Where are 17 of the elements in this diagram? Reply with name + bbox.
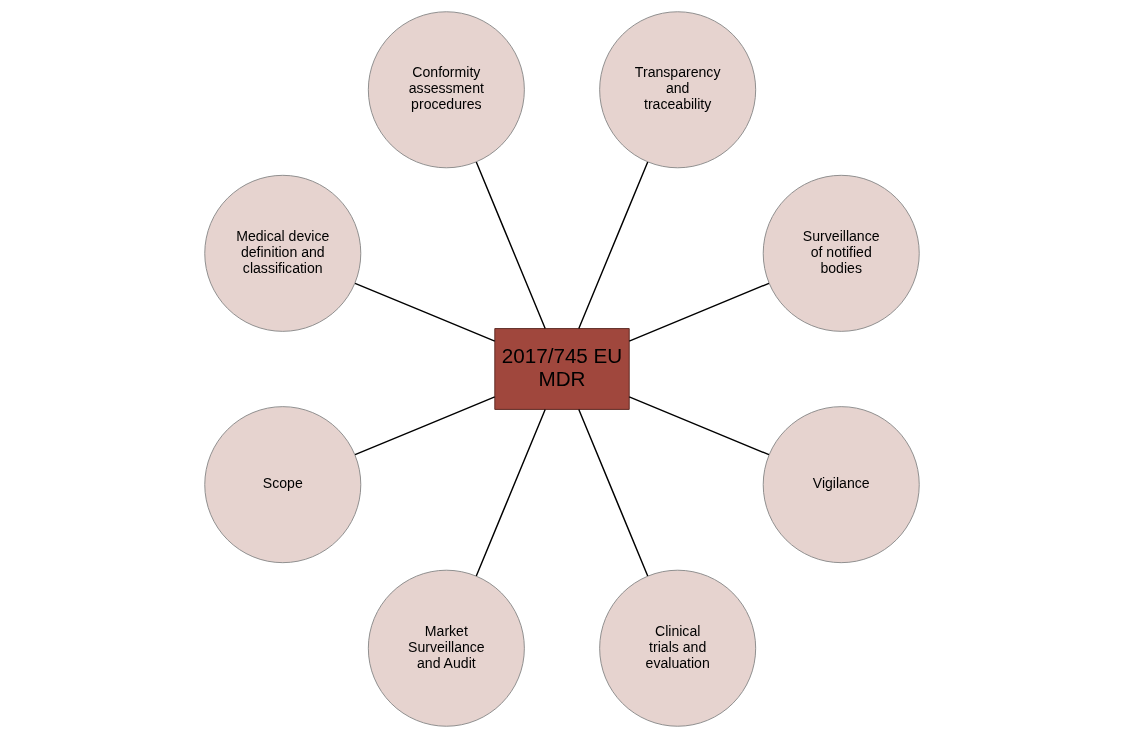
connector — [628, 282, 770, 342]
node-circle: Market Surveillance and Audit — [367, 569, 525, 727]
connector — [577, 161, 648, 330]
connector — [628, 396, 770, 456]
connector — [353, 396, 495, 456]
connector — [475, 408, 546, 577]
node-circle: Vigilance — [762, 406, 920, 564]
node-circle: Medical device definition and classification — [203, 174, 361, 332]
node-circle: Transparency and traceability — [598, 11, 756, 169]
node-circle: Scope — [203, 406, 361, 564]
node-circle: Surveillance of notified bodies — [762, 174, 920, 332]
connector — [475, 161, 546, 330]
node-circle: Clinical trials and evaluation — [598, 569, 756, 727]
connector — [577, 408, 648, 577]
node-box: 2017/745 EU MDR — [493, 328, 630, 410]
node-circle: Conformity assessment procedures — [367, 11, 525, 169]
connector — [353, 282, 495, 342]
